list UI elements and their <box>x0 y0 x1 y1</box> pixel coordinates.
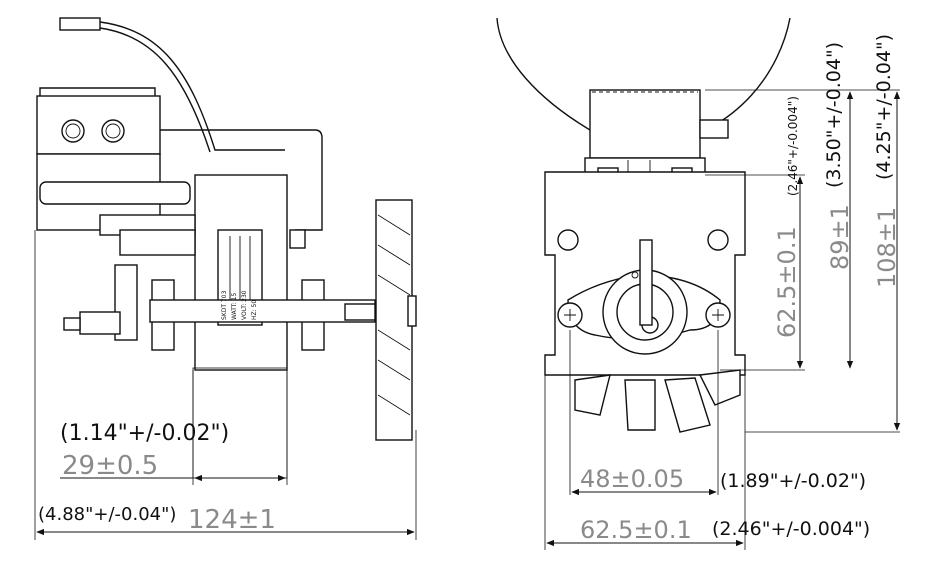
screw-hole-2 <box>101 119 125 143</box>
front-wire-left <box>496 17 591 131</box>
dim-29-imperial: (1.14"+/-0.02") <box>60 421 229 446</box>
dim-48-imperial: (1.89"+/-0.02") <box>720 470 866 492</box>
dim-62-5-horiz-imperial: (2.46"+/-0.004") <box>712 518 870 540</box>
dim-48-metric: 48±0.05 <box>580 465 684 493</box>
motor-front-view: 62.5±0.1 (2.46"+/-0.004") 89±1 (3.50"+/-… <box>496 17 901 550</box>
fan-side <box>375 199 417 441</box>
dim-108-imperial: (4.25"+/-0.04") <box>873 34 895 180</box>
svg-text:SKDT 703: SKDT 703 <box>221 290 228 320</box>
front-connector <box>589 89 701 159</box>
dim-62-5-horiz-metric: 62.5±0.1 <box>580 516 692 544</box>
dim-29-metric-text: 29±0.5 <box>62 451 158 481</box>
connecting-rod <box>639 239 653 326</box>
dim-89-imperial: (3.50"+/-0.04") <box>823 42 845 188</box>
dim-124-imperial: (4.88"+/-0.04") <box>38 504 176 525</box>
svg-text:VOLT: 230: VOLT: 230 <box>241 290 248 320</box>
dim-62-5-vert-metric: 62.5±0.1 <box>773 226 801 338</box>
lead-wire-2 <box>62 27 211 153</box>
coil-bar <box>39 181 191 205</box>
bolt-right <box>707 229 729 251</box>
wire-terminal <box>59 17 101 31</box>
motor-side-view: (1.14"+/-0.02") 124±1 29±0.5 (4.88"+/-0.… <box>34 17 417 540</box>
dim-124-metric: 124±1 <box>188 505 276 535</box>
back-plate <box>160 129 323 231</box>
bolt-left <box>557 229 579 251</box>
shaft <box>149 299 376 323</box>
lead-wire <box>62 21 285 151</box>
svg-text:HZ: 50: HZ: 50 <box>251 300 258 320</box>
wire-gland <box>699 119 729 139</box>
dim-108-metric: 108±1 <box>873 207 901 288</box>
dim-89-metric: 89±1 <box>826 204 854 270</box>
dim-62-5-vert-imperial: (2.46"+/-0.004") <box>786 96 800 196</box>
svg-text:WATT: 15: WATT: 15 <box>231 292 238 320</box>
terminal-cap <box>39 87 156 96</box>
terminal-block <box>36 95 161 155</box>
rating-label-text: SKDT 703 WATT: 15 VOLT: 230 HZ: 50 <box>221 290 258 320</box>
fan-blades <box>574 369 741 433</box>
screw-hole-1 <box>61 119 85 143</box>
